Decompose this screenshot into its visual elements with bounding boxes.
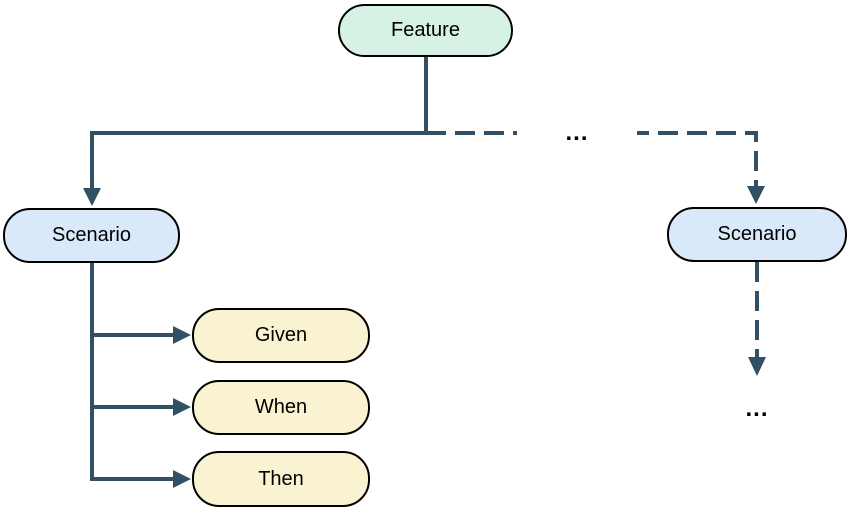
- node-given: Given: [192, 308, 370, 363]
- node-feature-label: Feature: [391, 19, 460, 41]
- node-then-label: Then: [258, 467, 304, 490]
- ellipsis-more-scenarios: ...: [517, 116, 637, 150]
- node-scenario-right-label: Scenario: [717, 223, 797, 245]
- edge-feature-to-scenario-right: [426, 131, 758, 186]
- node-scenario-left: Scenario: [3, 208, 180, 263]
- arrowhead-when: [173, 398, 191, 416]
- arrowhead-more-steps: [748, 357, 766, 376]
- edge-feature-to-scenario-left: [90, 57, 428, 188]
- node-scenario-right: Scenario: [667, 207, 847, 262]
- node-scenario-left-label: Scenario: [52, 224, 131, 246]
- arrowhead-scenario-left: [83, 188, 101, 206]
- ellipsis-more-steps: ...: [745, 395, 769, 422]
- arrowhead-scenario-right: [747, 186, 765, 204]
- node-given-label: Given: [254, 324, 308, 346]
- node-when-label: When: [254, 396, 308, 418]
- node-when: When: [192, 380, 370, 435]
- node-feature: Feature: [338, 4, 513, 57]
- node-then: Then: [192, 451, 370, 507]
- arrowhead-given: [173, 326, 191, 344]
- edge-scenario-left-stem: [90, 263, 173, 481]
- arrowhead-then: [173, 470, 191, 488]
